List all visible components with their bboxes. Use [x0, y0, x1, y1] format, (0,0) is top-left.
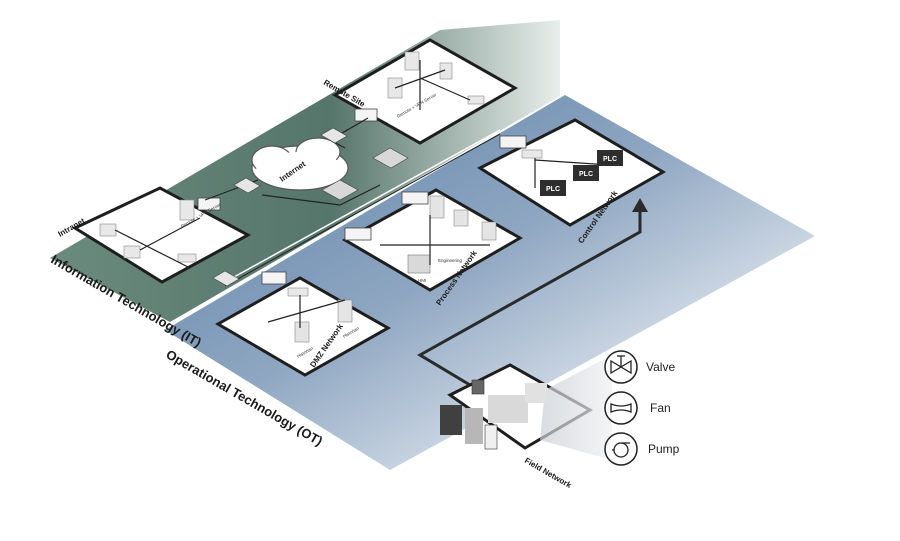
valve-icon — [610, 355, 632, 375]
plc-unit: PLC — [540, 180, 566, 196]
engineering-label: Engineering — [438, 258, 463, 263]
pump-icon — [612, 442, 630, 458]
process-network-box: HMI Engineering — [341, 188, 524, 292]
control-network-box: PLC PLC PLC — [476, 118, 666, 227]
hmi-label: HMI — [418, 278, 426, 283]
field-device-label: Fan — [650, 401, 671, 415]
field-network-label: Field Network — [523, 456, 573, 490]
field-to-control-arrow — [417, 210, 642, 387]
fan-device — [604, 391, 638, 425]
pump-device — [604, 432, 638, 466]
internet-cloud — [251, 137, 349, 191]
svg-text:PLC: PLC — [603, 156, 617, 163]
fan-icon — [610, 403, 632, 413]
svg-text:PLC: PLC — [546, 186, 560, 193]
plc-unit: PLC — [573, 165, 599, 181]
switch-icon — [212, 127, 409, 287]
svg-text:PLC: PLC — [579, 171, 593, 178]
field-network-box — [440, 355, 612, 460]
plc-unit: PLC — [597, 150, 623, 166]
ot-zone-band — [165, 95, 815, 470]
remote-site-box: Remote + VPN Server — [331, 38, 519, 145]
dmz-network-box: Historian Historian — [214, 271, 392, 377]
field-device-label: Valve — [646, 360, 675, 374]
valve-device — [604, 350, 638, 384]
field-device-label: Pump — [648, 442, 680, 456]
